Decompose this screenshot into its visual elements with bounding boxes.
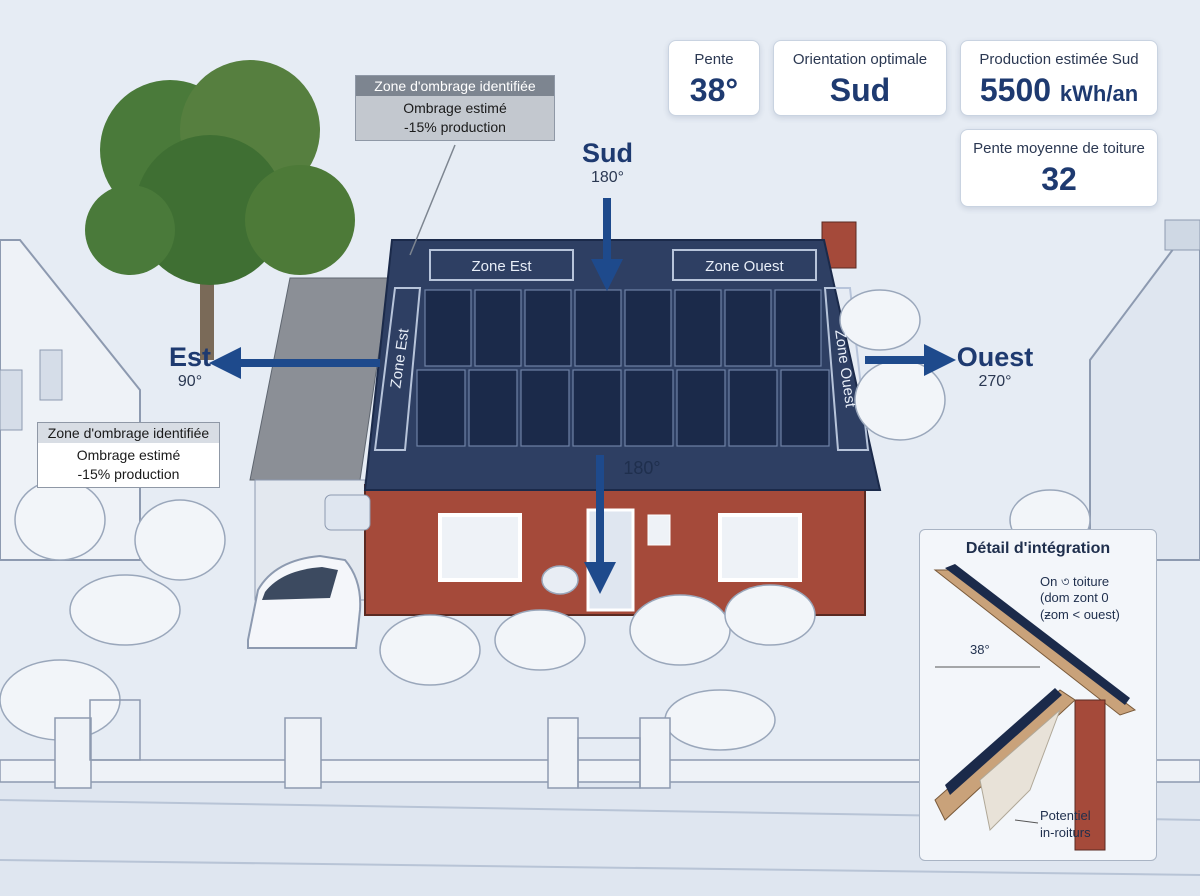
solar-panel (624, 369, 674, 447)
detail-potential-line: Potentiel (1040, 808, 1091, 823)
direction-name: Est (168, 342, 212, 372)
avg-slope-label: Pente moyenne de toiture (973, 140, 1145, 157)
production-label: Production estimée Sud (979, 51, 1139, 68)
direction-west: Ouest 270° (950, 342, 1040, 391)
roof-zone-west-top: Zone Ouest (705, 258, 784, 275)
direction-name: Ouest (956, 342, 1034, 372)
direction-name: Sud (582, 138, 633, 168)
solar-panel (574, 289, 622, 367)
direction-degrees: 180° (590, 169, 625, 186)
bushes (0, 289, 1091, 751)
slope-label: Pente (694, 51, 734, 68)
solar-panel (520, 369, 570, 447)
direction-south-lower-degrees: 180° (623, 458, 661, 478)
solar-panel (468, 369, 518, 447)
shading-zone-label-top: Zone d'ombrage identifiée Ombrage estimé… (355, 75, 555, 141)
solar-panel (624, 289, 672, 367)
detail-angle: 38° (970, 642, 990, 657)
shading-zone-label-left: Zone d'ombrage identifiée Ombrage estimé… (37, 422, 220, 488)
direction-degrees: 90° (177, 373, 203, 390)
direction-east: Est 90° (150, 342, 230, 391)
car (247, 494, 371, 649)
shading-heading: Zone d'ombrage identifiée (356, 76, 554, 96)
solar-panel (674, 289, 722, 367)
shading-line: -15% production (77, 466, 180, 482)
solar-panel (424, 289, 472, 367)
direction-south: Sud 180° (560, 138, 655, 187)
roof-section-diagram (933, 564, 1137, 851)
solar-panel (774, 289, 822, 367)
solar-panel (416, 369, 466, 447)
solar-panel (728, 369, 778, 447)
slope-value: 38° (689, 72, 739, 108)
solar-panel (524, 289, 572, 367)
solar-panel (780, 369, 830, 447)
avg-slope-card: Pente moyenne de toiture 32 (960, 129, 1158, 207)
tree (85, 60, 355, 360)
solar-panel (676, 369, 726, 447)
solar-panel (572, 369, 622, 447)
integration-detail-panel: Détail d'intégration On ৩ toiture (dom z… (919, 529, 1157, 861)
shading-line: -15% production (404, 119, 506, 135)
production-card: Production estimée Sud 5500 kWh/an (960, 40, 1158, 116)
detail-title: Détail d'intégration (965, 540, 1111, 557)
orientation-card: Orientation optimale Sud (773, 40, 947, 116)
orientation-label: Orientation optimale (792, 51, 928, 68)
production-value: 5500 (979, 72, 1052, 108)
detail-note-line: On ৩ toiture (1040, 574, 1110, 589)
solar-panel-array (416, 289, 830, 447)
solar-panel (724, 289, 772, 367)
front-fence (0, 699, 1200, 789)
roof-zone-east-top: Zone Est (471, 258, 532, 275)
shading-line: Ombrage estimé (76, 447, 181, 463)
shading-heading: Zone d'ombrage identifiée (38, 423, 219, 443)
avg-slope-value: 32 (1041, 161, 1077, 197)
production-unit: kWh/an (1059, 81, 1139, 106)
detail-note-line: (ƶom < ouest) (1040, 607, 1120, 622)
detail-potential-line: in-roiturs (1040, 825, 1091, 840)
direction-degrees: 270° (978, 373, 1012, 390)
detail-note-line: (dom zont 0 (1040, 590, 1109, 605)
solar-panel (474, 289, 522, 367)
slope-card: Pente 38° (668, 40, 760, 116)
neighbour-house-right (1089, 219, 1200, 561)
orientation-value: Sud (829, 72, 891, 108)
shading-line: Ombrage estimé (403, 100, 507, 116)
